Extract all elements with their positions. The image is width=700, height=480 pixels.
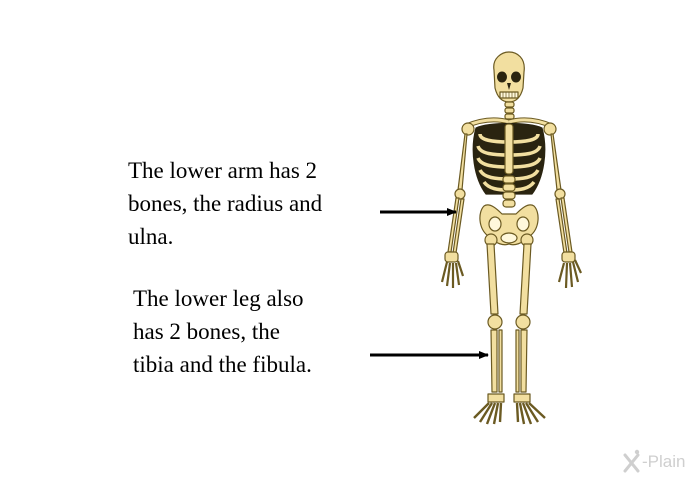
lower-leg-caption-line-1: The lower leg also (133, 286, 304, 311)
xplain-watermark-text: -Plain (642, 452, 686, 471)
right-arm (550, 133, 582, 289)
lower-leg-caption: The lower leg also has 2 bones, the tibi… (133, 282, 312, 381)
lower-arm-caption: The lower arm has 2 bones, the radius an… (128, 154, 322, 253)
lower-leg-caption-line-2: has 2 bones, the (133, 319, 280, 344)
right-leg (513, 233, 546, 425)
lower-arm-caption-line-2: bones, the radius and (128, 191, 323, 216)
xplain-watermark: -Plain (622, 447, 700, 477)
lower-leg-caption-line-3: tibia and the fibula. (133, 352, 312, 377)
left-leg (473, 233, 505, 425)
lower-arm-caption-line-1: The lower arm has 2 (128, 158, 318, 183)
xplain-logo-icon (623, 449, 640, 473)
skeleton-illustration (440, 51, 582, 425)
skull (493, 51, 525, 103)
lower-arm-caption-line-3: ulna. (128, 224, 174, 249)
rib-cage (472, 122, 546, 195)
